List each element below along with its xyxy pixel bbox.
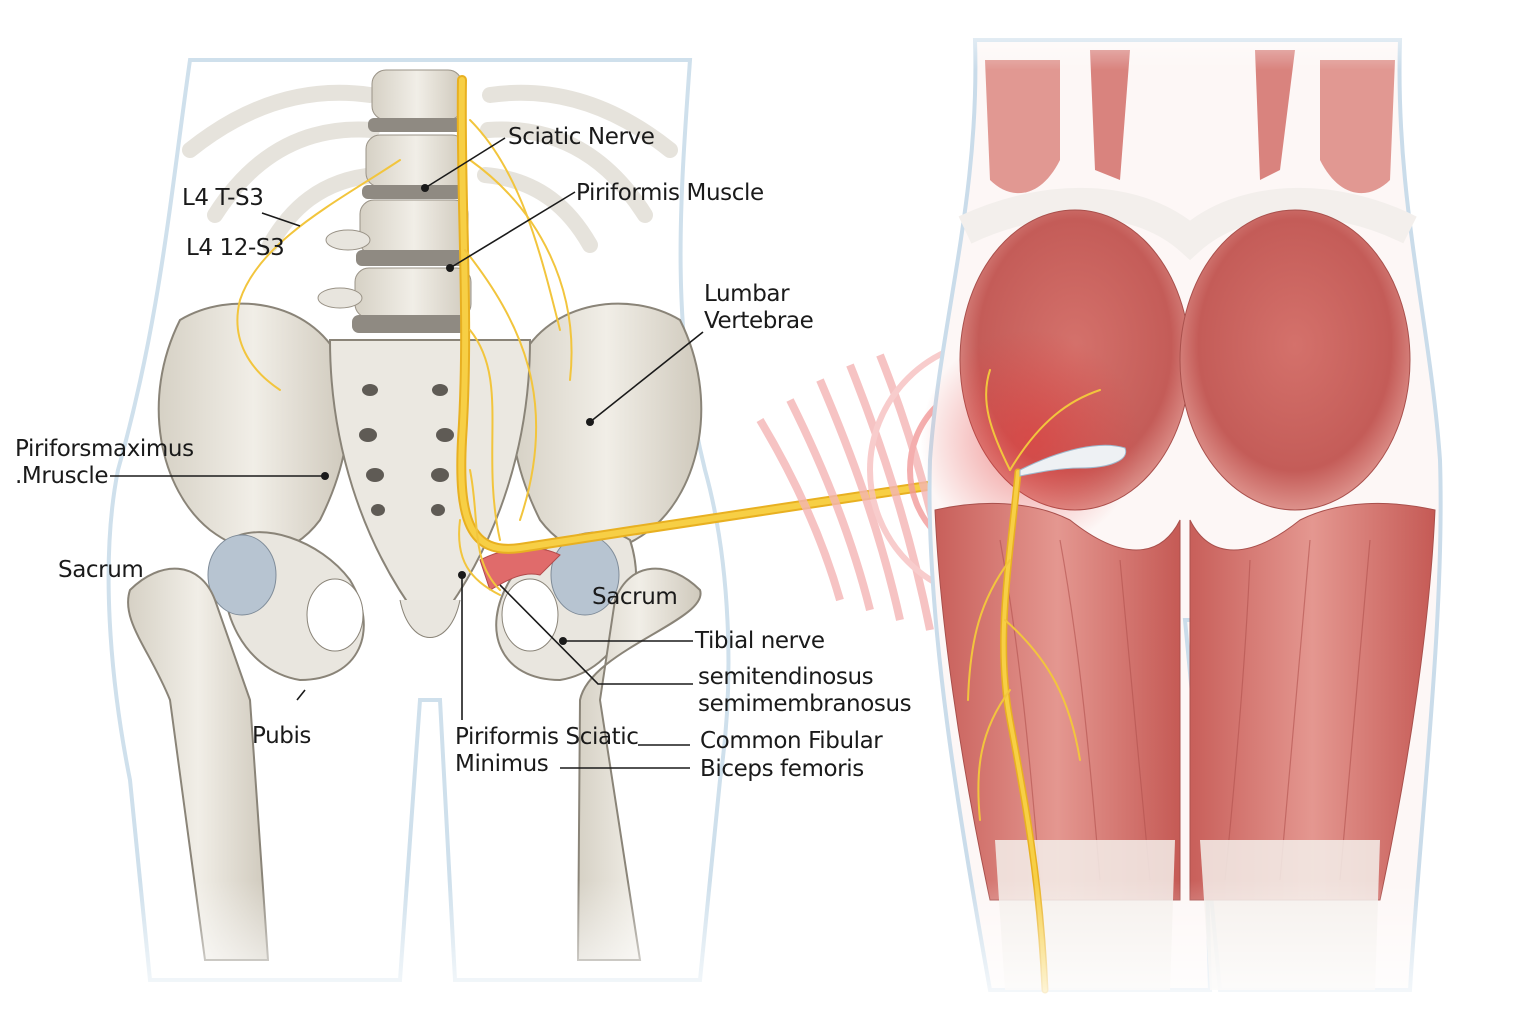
label-sciatic-nerve: Sciatic Nerve xyxy=(508,124,655,150)
label-piriformis-muscle: Piriformis Muscle xyxy=(576,180,764,206)
lumbar-vertebrae xyxy=(317,69,472,333)
label-piriformis-maximus: Piriforsmaximus .Mruscle xyxy=(15,436,194,489)
label-common-fibular: Common Fibular xyxy=(700,728,883,754)
leader-dots xyxy=(321,184,594,645)
label-sacrum-left: Sacrum xyxy=(58,557,144,583)
leader-lines xyxy=(110,137,704,769)
label-biceps-femoris: Biceps femoris xyxy=(700,756,864,782)
gluteus-maximus-right xyxy=(1179,209,1411,511)
label-pubis: Pubis xyxy=(252,723,312,749)
label-piriformis-sciatic: Piriformis Sciatic Minimus xyxy=(455,724,639,777)
femurs xyxy=(0,567,760,1024)
label-l4-12-s3: L4 12-S3 xyxy=(186,235,285,261)
label-l4t-s3: L4 T-S3 xyxy=(182,185,264,211)
label-tibial-nerve: Tibial nerve xyxy=(695,628,825,654)
label-sacrum-right: Sacrum xyxy=(592,584,678,610)
ribs xyxy=(182,84,678,253)
label-semitendinosus: semitendinosus semimembranosus xyxy=(698,664,912,717)
label-lumbar-vertebrae: Lumbar Vertebrae xyxy=(704,281,814,334)
muscle-view xyxy=(920,0,1450,1024)
sciatic-nerve-left xyxy=(236,75,1025,596)
femoral-head-left xyxy=(207,534,277,616)
